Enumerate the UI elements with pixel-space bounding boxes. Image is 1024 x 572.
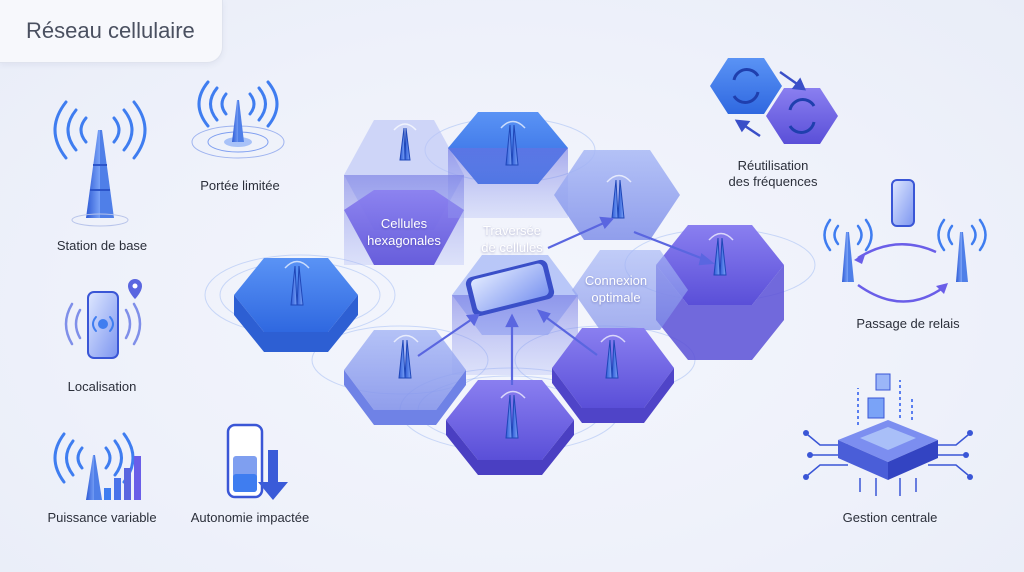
battery-drain-icon (226, 423, 288, 500)
signal-strength-icon (53, 432, 141, 500)
central-chip-icon (803, 373, 973, 496)
cell-label-connexion-line2: optimale (591, 290, 641, 305)
cell-label-hexagonales: Cellules hexagonales (354, 215, 454, 249)
hex-cell-right (656, 225, 784, 305)
smartphone-icon (465, 259, 555, 317)
page-title: Réseau cellulaire (26, 18, 195, 43)
phone-location-icon (64, 279, 142, 359)
cell-label-traversee: Traversée de cellules (462, 222, 562, 256)
cell-tower-icons (290, 124, 727, 439)
label-gestion-centrale: Gestion centrale (842, 510, 938, 525)
cell-label-traversee-line2: de cellules (481, 240, 543, 255)
label-reutilisation-line1: Réutilisation (737, 158, 809, 173)
label-portee-limitee: Portée limitée (200, 178, 280, 193)
title-card: Réseau cellulaire (0, 0, 223, 63)
cell-label-hexagonales-line1: Cellules (380, 216, 428, 231)
cell-label-connexion: Connexion optimale (566, 272, 666, 306)
label-reutilisation: Réutilisation des fréquences (710, 158, 836, 190)
label-station-de-base: Station de base (56, 238, 148, 253)
hex-cell-connexion (572, 250, 688, 330)
handover-icon (823, 179, 987, 303)
label-passage-relais: Passage de relais (856, 316, 960, 331)
antenna-range-icon (191, 80, 285, 159)
hex-cluster (204, 112, 816, 475)
cell-label-connexion-line1: Connexion (584, 273, 648, 288)
cell-tower-icon (53, 100, 147, 227)
connection-arrows (417, 216, 715, 385)
label-localisation: Localisation (67, 379, 137, 394)
cell-label-hexagonales-line2: hexagonales (367, 233, 441, 248)
cell-label-traversee-line1: Traversée (482, 223, 542, 238)
label-reutilisation-line2: des fréquences (728, 174, 818, 189)
frequency-reuse-icon (710, 58, 838, 144)
label-puissance-variable: Puissance variable (47, 510, 157, 525)
label-autonomie-impactee: Autonomie impactée (190, 510, 310, 525)
